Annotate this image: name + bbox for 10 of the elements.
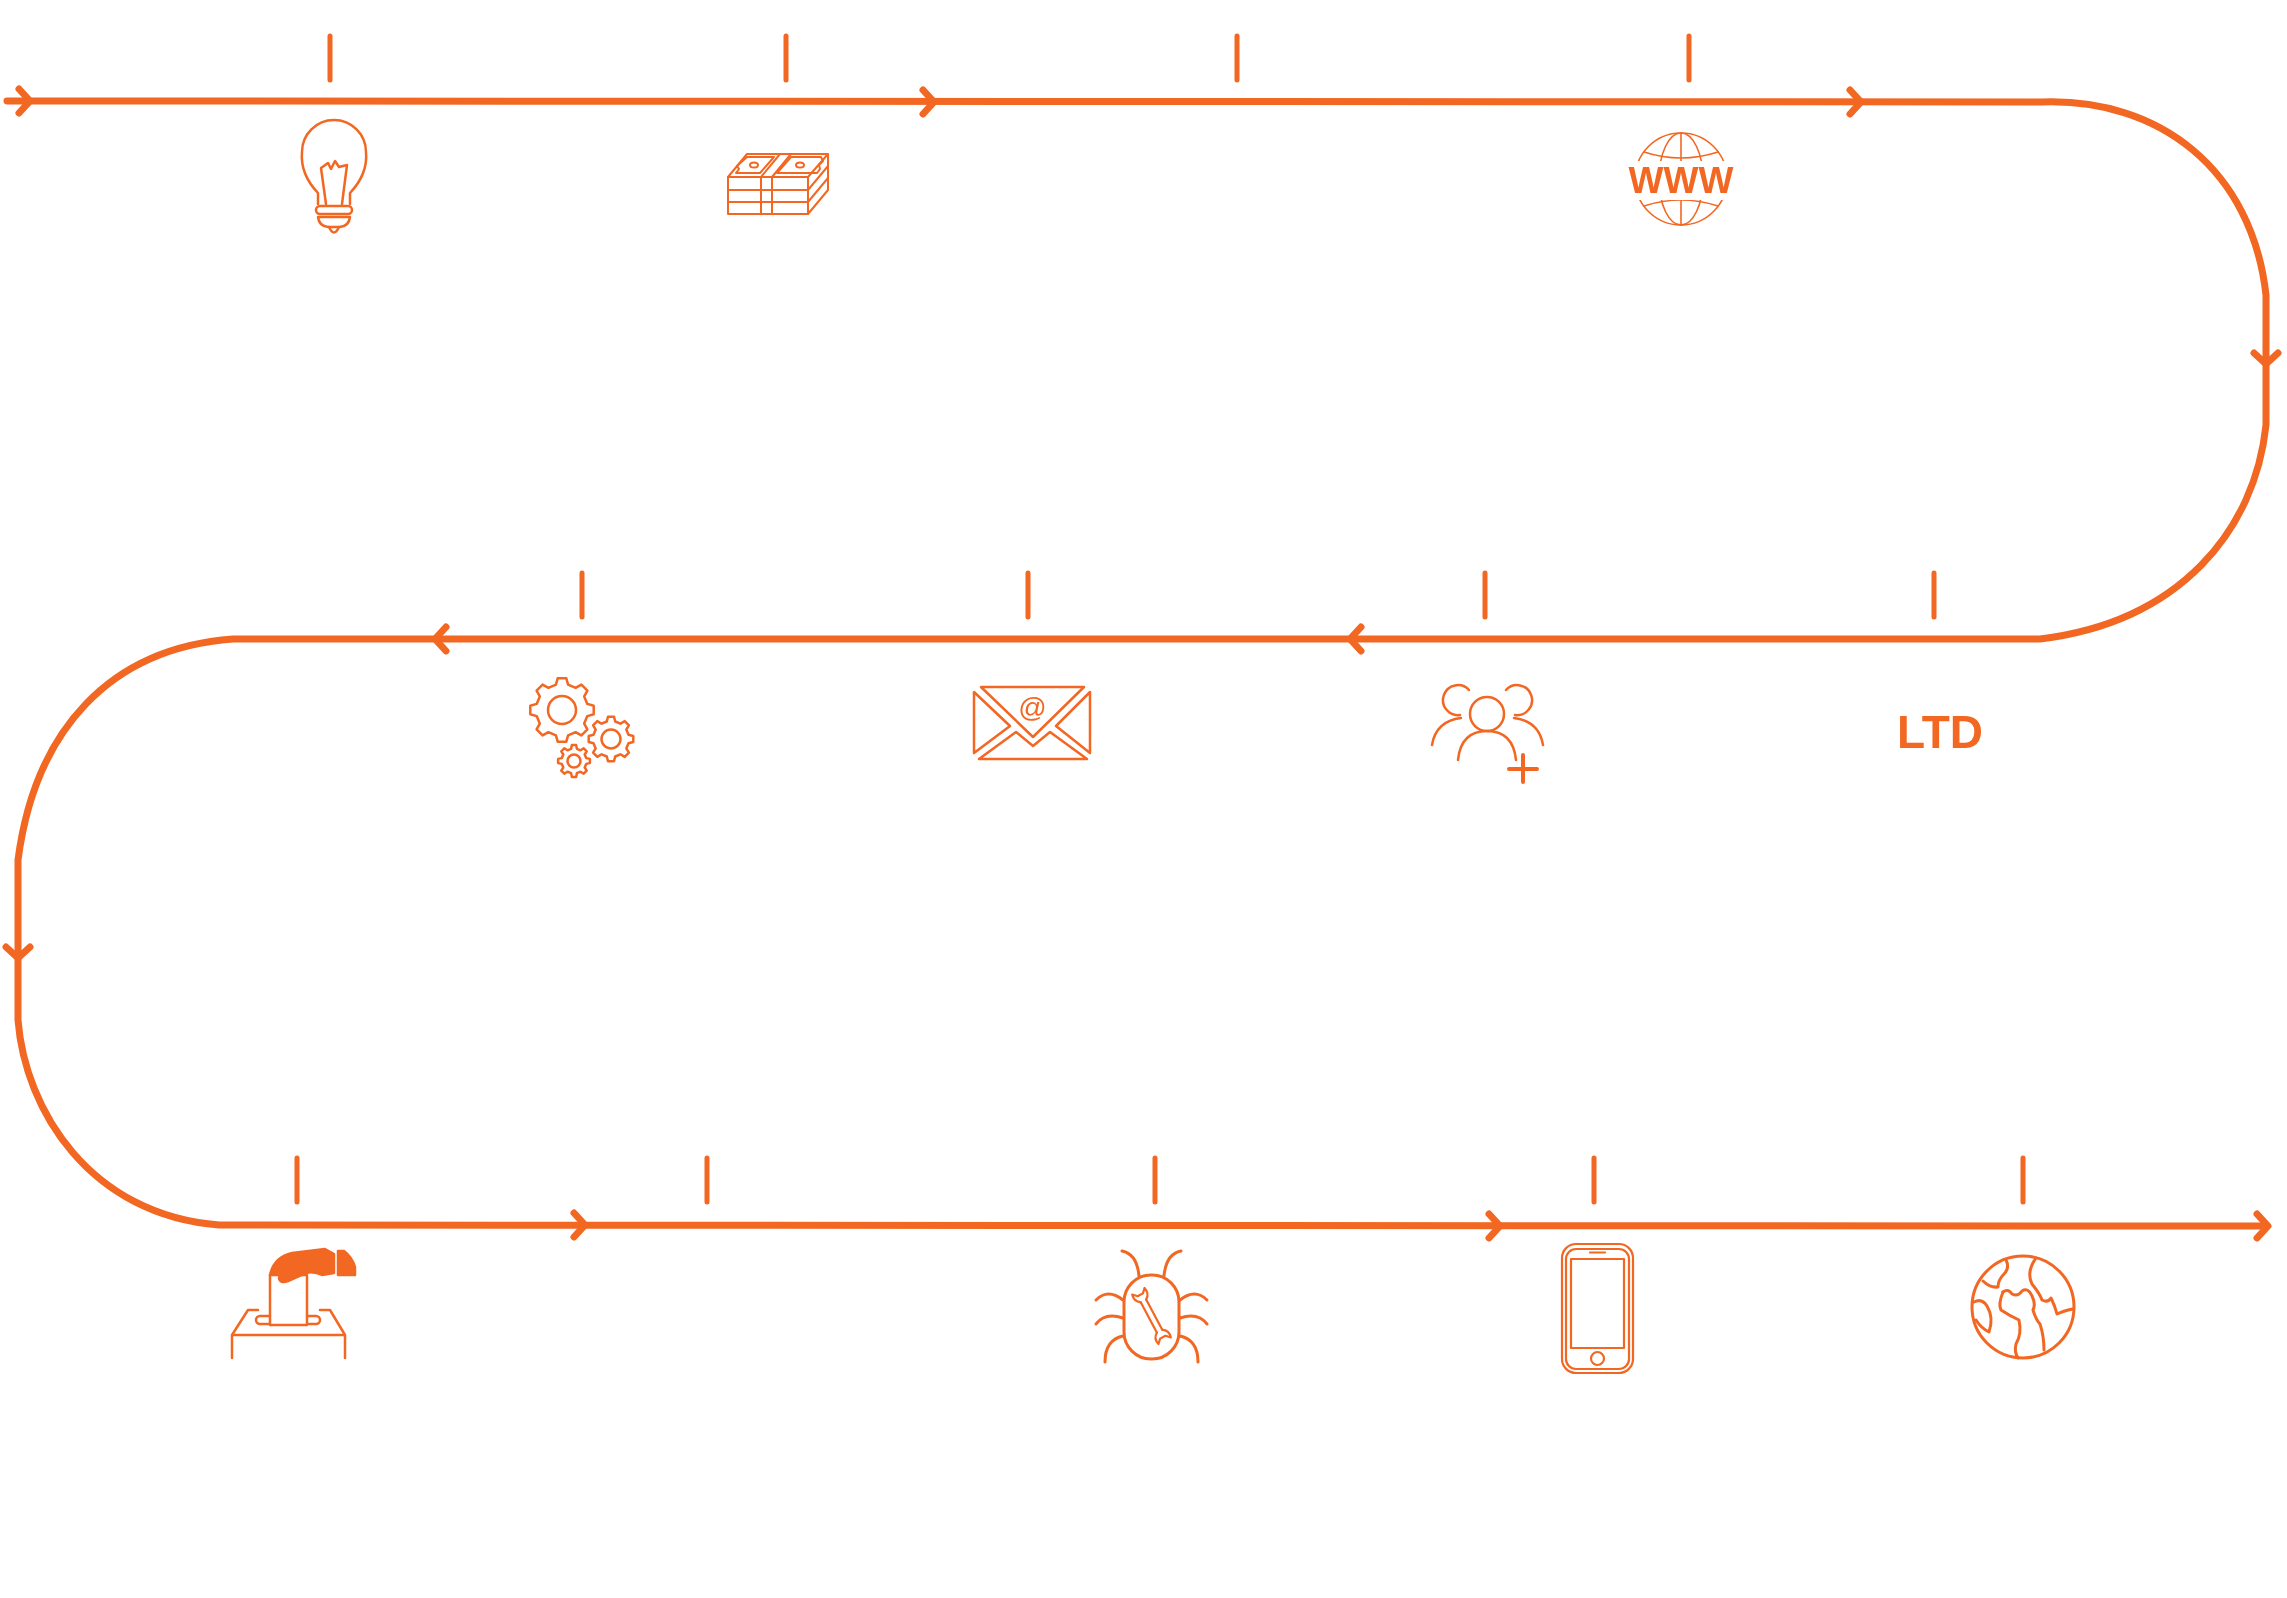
at-sign: @	[1018, 694, 1047, 722]
money-stack-icon	[727, 153, 829, 215]
ballot-box-icon	[230, 1245, 357, 1359]
smartphone-icon	[1561, 1243, 1634, 1374]
www-text: WWW	[1626, 161, 1736, 200]
ltd-text: LTD	[1897, 709, 1983, 755]
earth-icon	[1970, 1254, 2076, 1360]
gears-icon	[529, 675, 635, 778]
people-plus-icon	[1431, 683, 1544, 783]
bug-icon	[1093, 1248, 1211, 1365]
